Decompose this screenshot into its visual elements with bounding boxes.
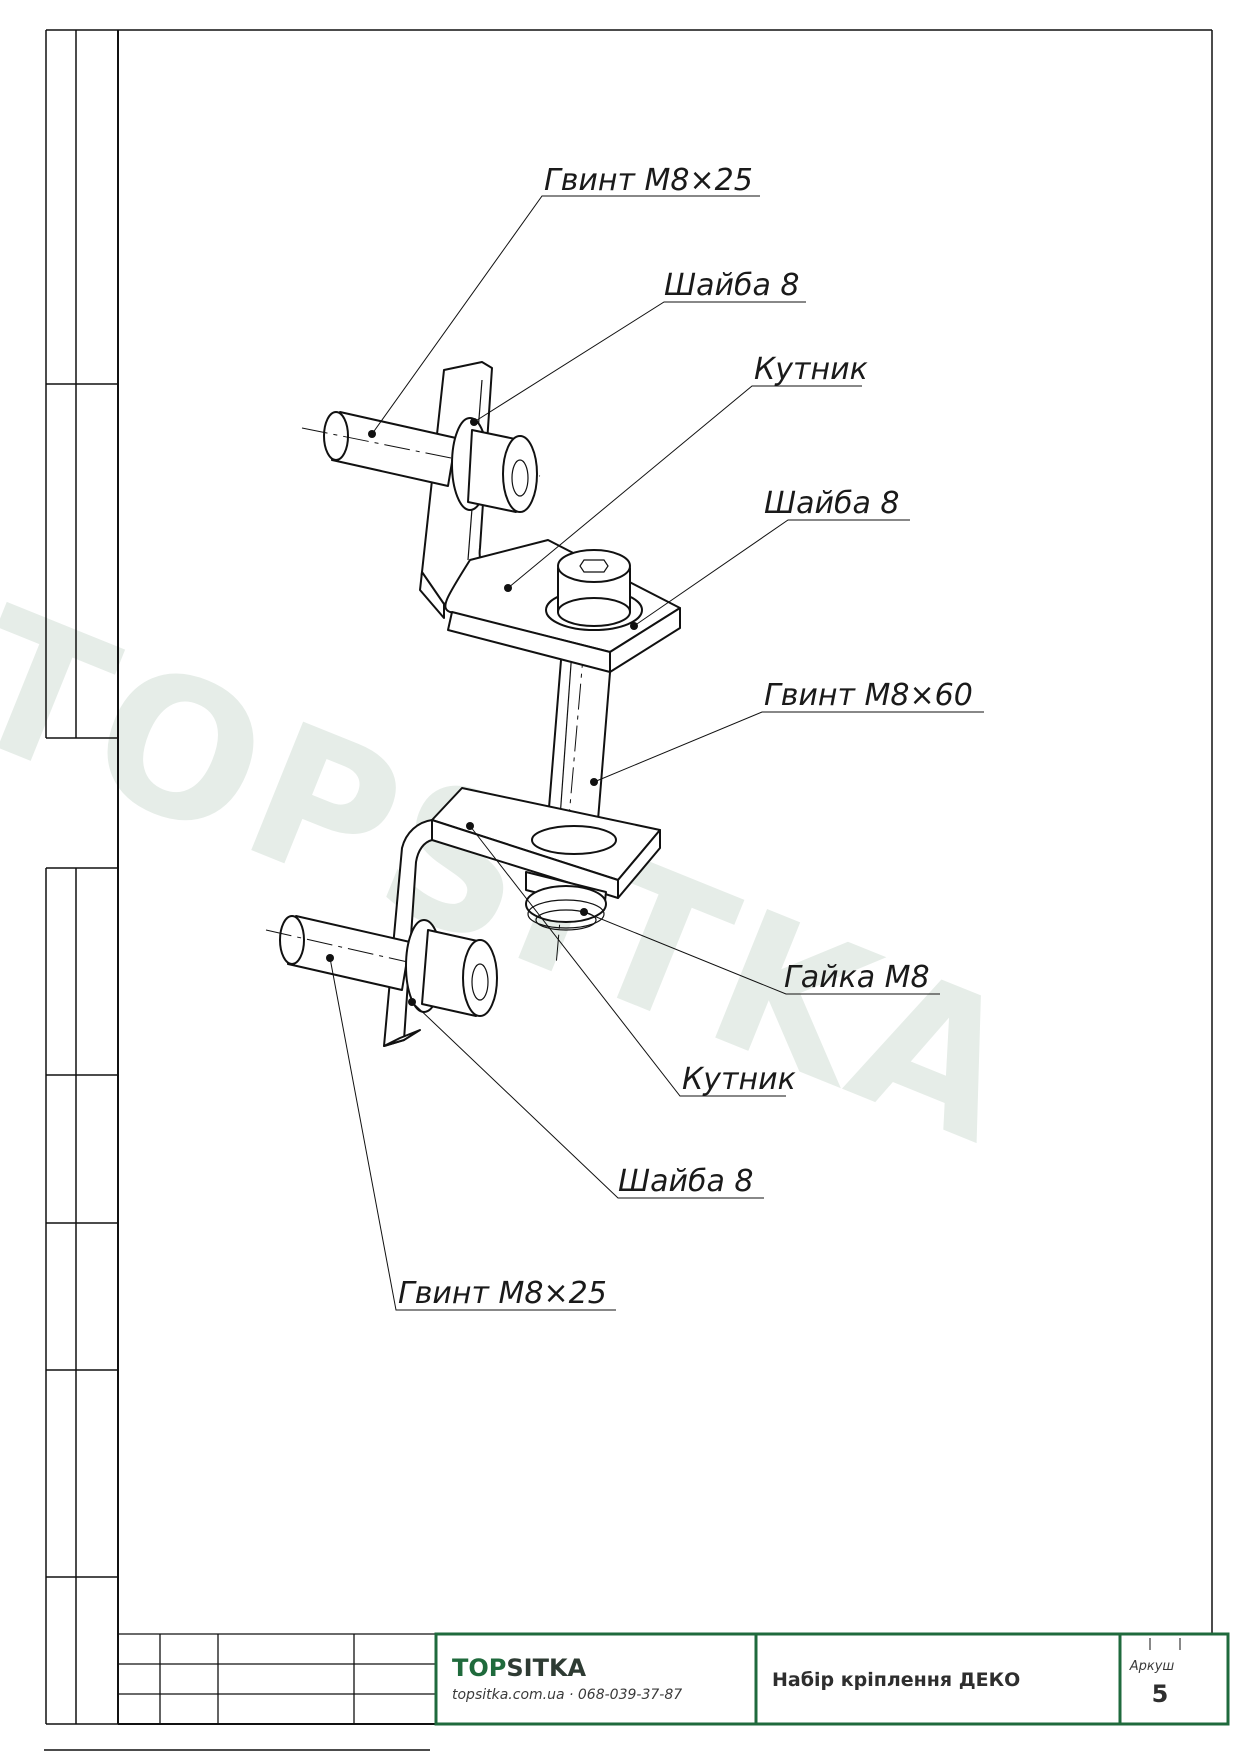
callout-washer-bottom: Шайба 8 [618, 1164, 753, 1199]
left-margin-upper [45, 29, 118, 739]
sheet-number: 5 [1152, 1680, 1169, 1708]
callout-washer-mid: Шайба 8 [764, 486, 899, 521]
callout-bracket-top: Кутник [754, 352, 868, 387]
callout-screw-top: Гвинт М8×25 [544, 163, 753, 198]
watermark: TOPSITKA [0, 567, 1049, 1188]
upper-bracket-part [419, 361, 681, 673]
callout-dots [326, 418, 638, 1006]
callout-screw-bottom: Гвинт М8×25 [398, 1276, 607, 1311]
upper-washer-part [451, 417, 538, 513]
callout-bracket-bottom: Кутник [682, 1062, 796, 1097]
lower-screw-part [265, 915, 497, 991]
left-margin-lower [45, 867, 118, 1725]
sheet-label: Аркуш [1129, 1659, 1175, 1674]
lower-washer-part [405, 919, 498, 1017]
callouts [329, 195, 984, 1311]
socket-head-part [545, 549, 643, 631]
contact-info: topsitka.com.ua · 068-039-37-87 [452, 1687, 682, 1703]
callout-screw-long: Гвинт М8×60 [764, 678, 973, 713]
drawing-title: Набір кріплення ДЕКО [772, 1669, 1020, 1691]
brand-logo: TOPSITKA [452, 1654, 587, 1682]
callout-washer-top: Шайба 8 [664, 268, 799, 303]
callout-nut: Гайка М8 [784, 960, 930, 995]
assembly-drawing [265, 361, 681, 1047]
revision-grid [118, 1633, 436, 1724]
title-block: TOPSITKA topsitka.com.ua · 068-039-37-87… [434, 1632, 1230, 1726]
